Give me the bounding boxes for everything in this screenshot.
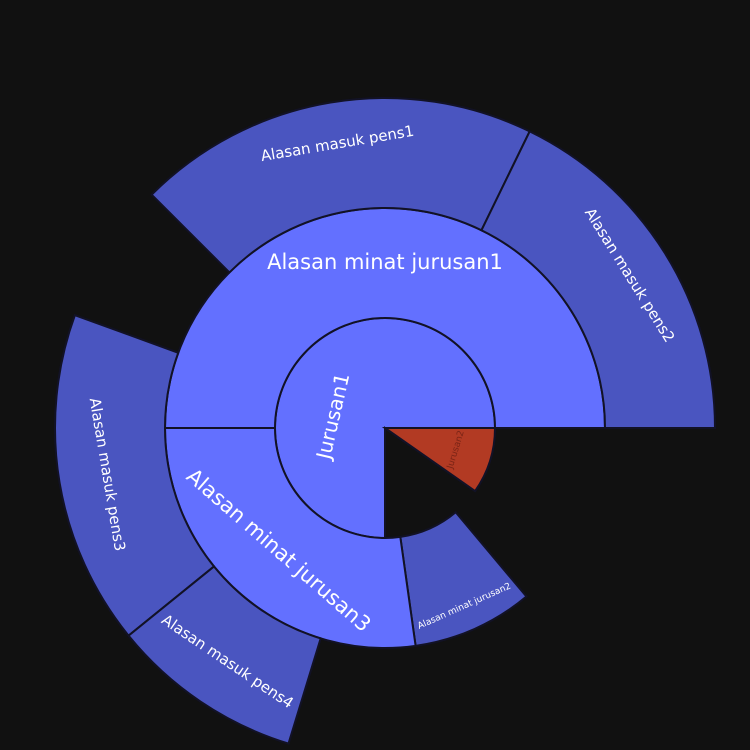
- sunburst-segment-alasan-masuk-pens1[interactable]: [150, 97, 531, 274]
- sunburst-segment-jurusan2[interactable]: [381, 427, 497, 493]
- segments-layer: [54, 97, 717, 745]
- sunburst-segment-alasan-masuk-pens4[interactable]: [127, 565, 322, 745]
- segment-label-alasan-minat-jurusan1: Alasan minat jurusan1: [267, 250, 503, 274]
- sunburst-segment-alasan-masuk-pens2[interactable]: [480, 130, 717, 429]
- sunburst-segment-alasan-masuk-pens3[interactable]: [54, 313, 216, 638]
